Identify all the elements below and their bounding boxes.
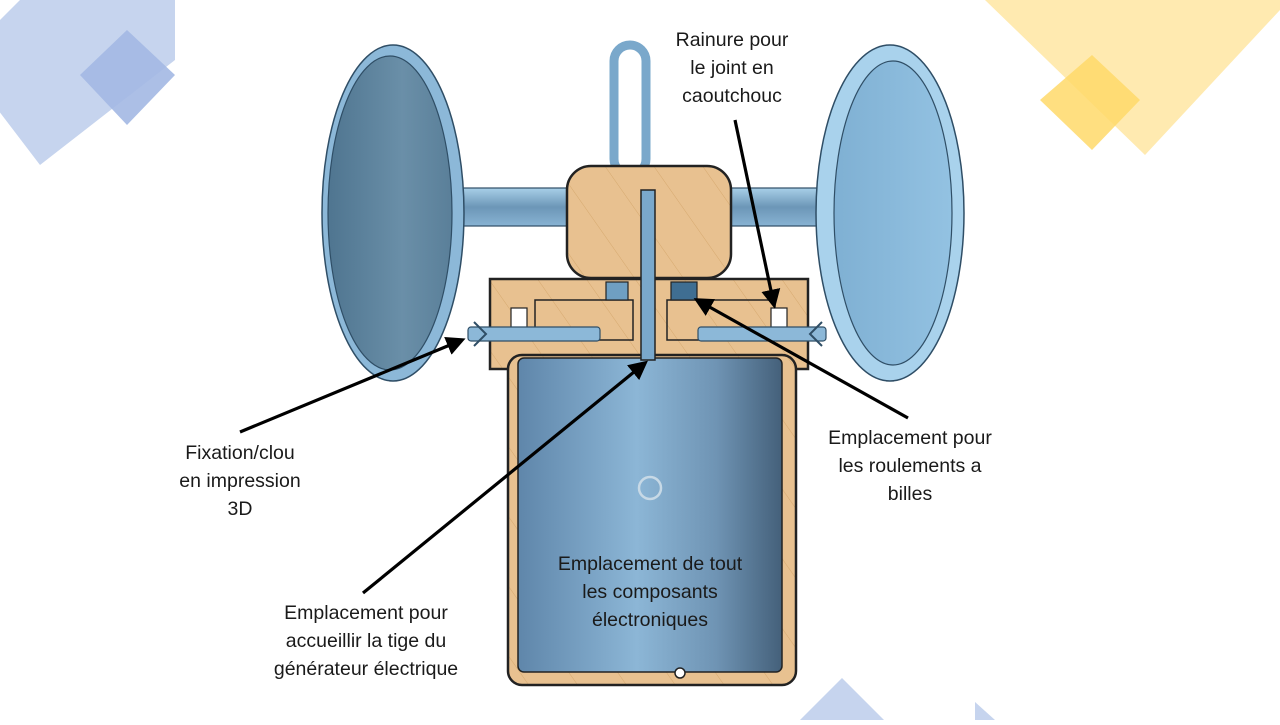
- decor-top-right: [985, 0, 1280, 155]
- decor-bottom: [800, 678, 995, 720]
- label-fixation-line-3: 3D: [227, 498, 253, 520]
- left-cup: [321, 44, 465, 382]
- arrow-fixation: [239, 337, 466, 434]
- left-pin: [467, 321, 601, 347]
- left-arm: [454, 187, 576, 227]
- label-tige-line-1: Emplacement pour: [284, 602, 448, 624]
- label-roulements-line-1: Emplacement pour: [828, 427, 992, 449]
- label-rainure-line-1: Rainure pour: [675, 29, 789, 51]
- arrows: [239, 119, 909, 595]
- bearing-right: [670, 281, 698, 301]
- label-tige-line-2: accueillir la tige du: [285, 630, 447, 652]
- arrow-roulements: [693, 298, 909, 420]
- label-composants: Emplacement de tout les composants élect…: [532, 550, 768, 634]
- label-roulements: Emplacement pour les roulements a billes: [810, 424, 1010, 508]
- label-composants-line-2: les composants: [582, 581, 718, 603]
- bearing-left: [605, 281, 629, 301]
- label-composants-line-1: Emplacement de tout: [557, 553, 743, 575]
- label-fixation-line-1: Fixation/clou: [185, 442, 295, 464]
- label-roulements-line-3: billes: [887, 483, 933, 505]
- label-composants-line-3: électroniques: [592, 609, 708, 631]
- label-fixation: Fixation/clou en impression 3D: [160, 439, 320, 523]
- label-tige-line-3: générateur électrique: [273, 658, 459, 680]
- shaft: [640, 189, 656, 361]
- arrow-tige: [361, 360, 648, 595]
- label-rainure: Rainure pour le joint en caoutchouc: [662, 26, 802, 110]
- top-ring: [609, 40, 651, 180]
- label-roulements-line-2: les roulements a: [838, 455, 982, 477]
- right-pin: [697, 321, 827, 347]
- label-tige: Emplacement pour accueillir la tige du g…: [248, 599, 484, 683]
- decor-top-left: [0, 0, 175, 165]
- label-rainure-line-3: caoutchouc: [682, 85, 782, 107]
- container: [506, 353, 798, 687]
- right-cup: [815, 44, 965, 382]
- label-fixation-line-2: en impression: [179, 470, 301, 492]
- label-rainure-line-2: le joint en: [690, 57, 774, 79]
- arrow-rainure: [733, 119, 781, 309]
